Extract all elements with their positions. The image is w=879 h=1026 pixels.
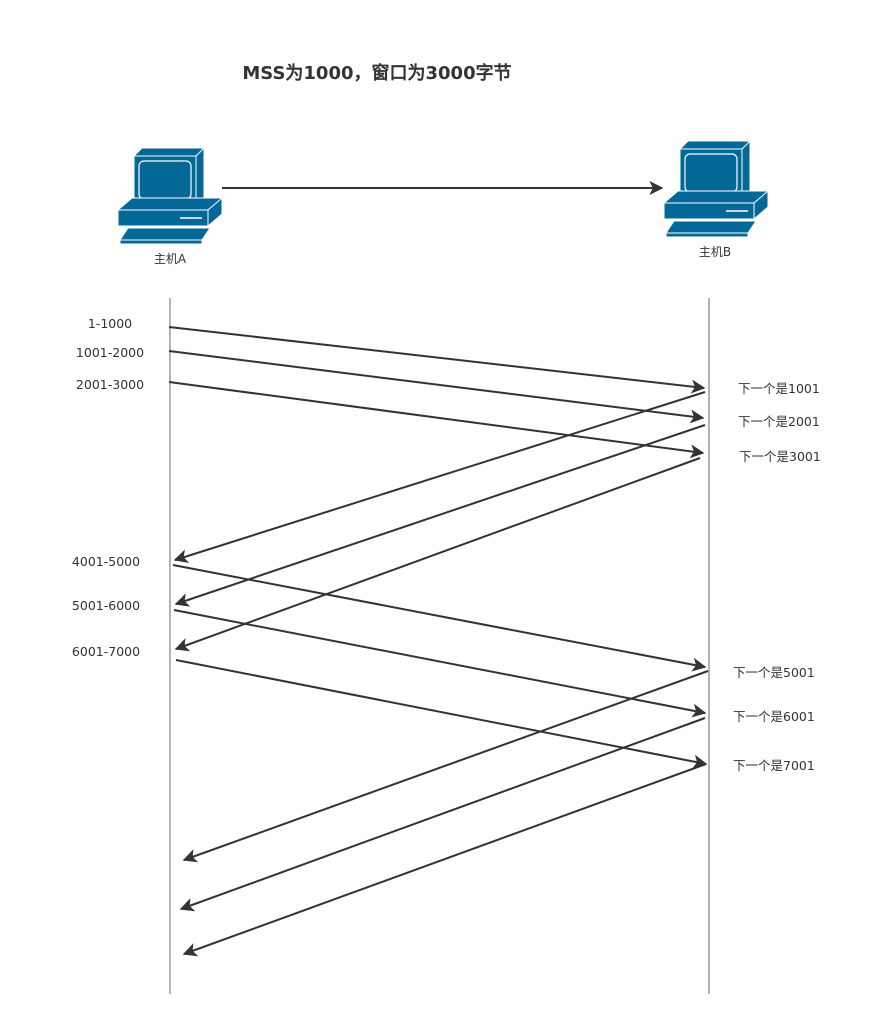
host-a: 主机A — [117, 147, 223, 266]
diagram-title: MSS为1000，窗口为3000字节 — [242, 62, 511, 84]
ack-arrow — [173, 391, 706, 563]
segment-label: 1001-2000 — [76, 345, 144, 360]
ack-arrow — [179, 717, 706, 912]
segment-label: 4001-5000 — [72, 554, 140, 569]
segment-arrow — [175, 659, 708, 769]
segment-arrow — [172, 564, 707, 672]
ack-label: 下一个是2001 — [738, 414, 820, 429]
ack-label: 下一个是7001 — [733, 758, 815, 773]
segment-label: 6001-7000 — [72, 644, 140, 659]
ack-label: 下一个是6001 — [733, 709, 815, 724]
host-a-label: 主机A — [154, 252, 187, 266]
segment-label: 1-1000 — [88, 316, 132, 331]
ack-label: 下一个是1001 — [738, 381, 820, 396]
desktop-computer-icon — [117, 147, 223, 245]
ack-label: 下一个是5001 — [733, 665, 815, 680]
desktop-computer-icon — [663, 140, 769, 238]
segment-arrow — [168, 326, 706, 394]
ack-label: 下一个是3001 — [739, 449, 821, 464]
ack-arrow — [174, 457, 701, 652]
segment-arrow — [173, 609, 707, 718]
segment-arrow — [168, 350, 705, 424]
ack-arrow — [182, 763, 707, 957]
ack-arrow — [174, 424, 706, 607]
host-b-label: 主机B — [699, 245, 731, 259]
segment-arrow — [168, 381, 705, 459]
ack-arrow — [182, 670, 709, 863]
segment-label: 5001-6000 — [72, 598, 140, 613]
segment-label: 2001-3000 — [76, 377, 144, 392]
host-b: 主机B — [663, 140, 769, 259]
